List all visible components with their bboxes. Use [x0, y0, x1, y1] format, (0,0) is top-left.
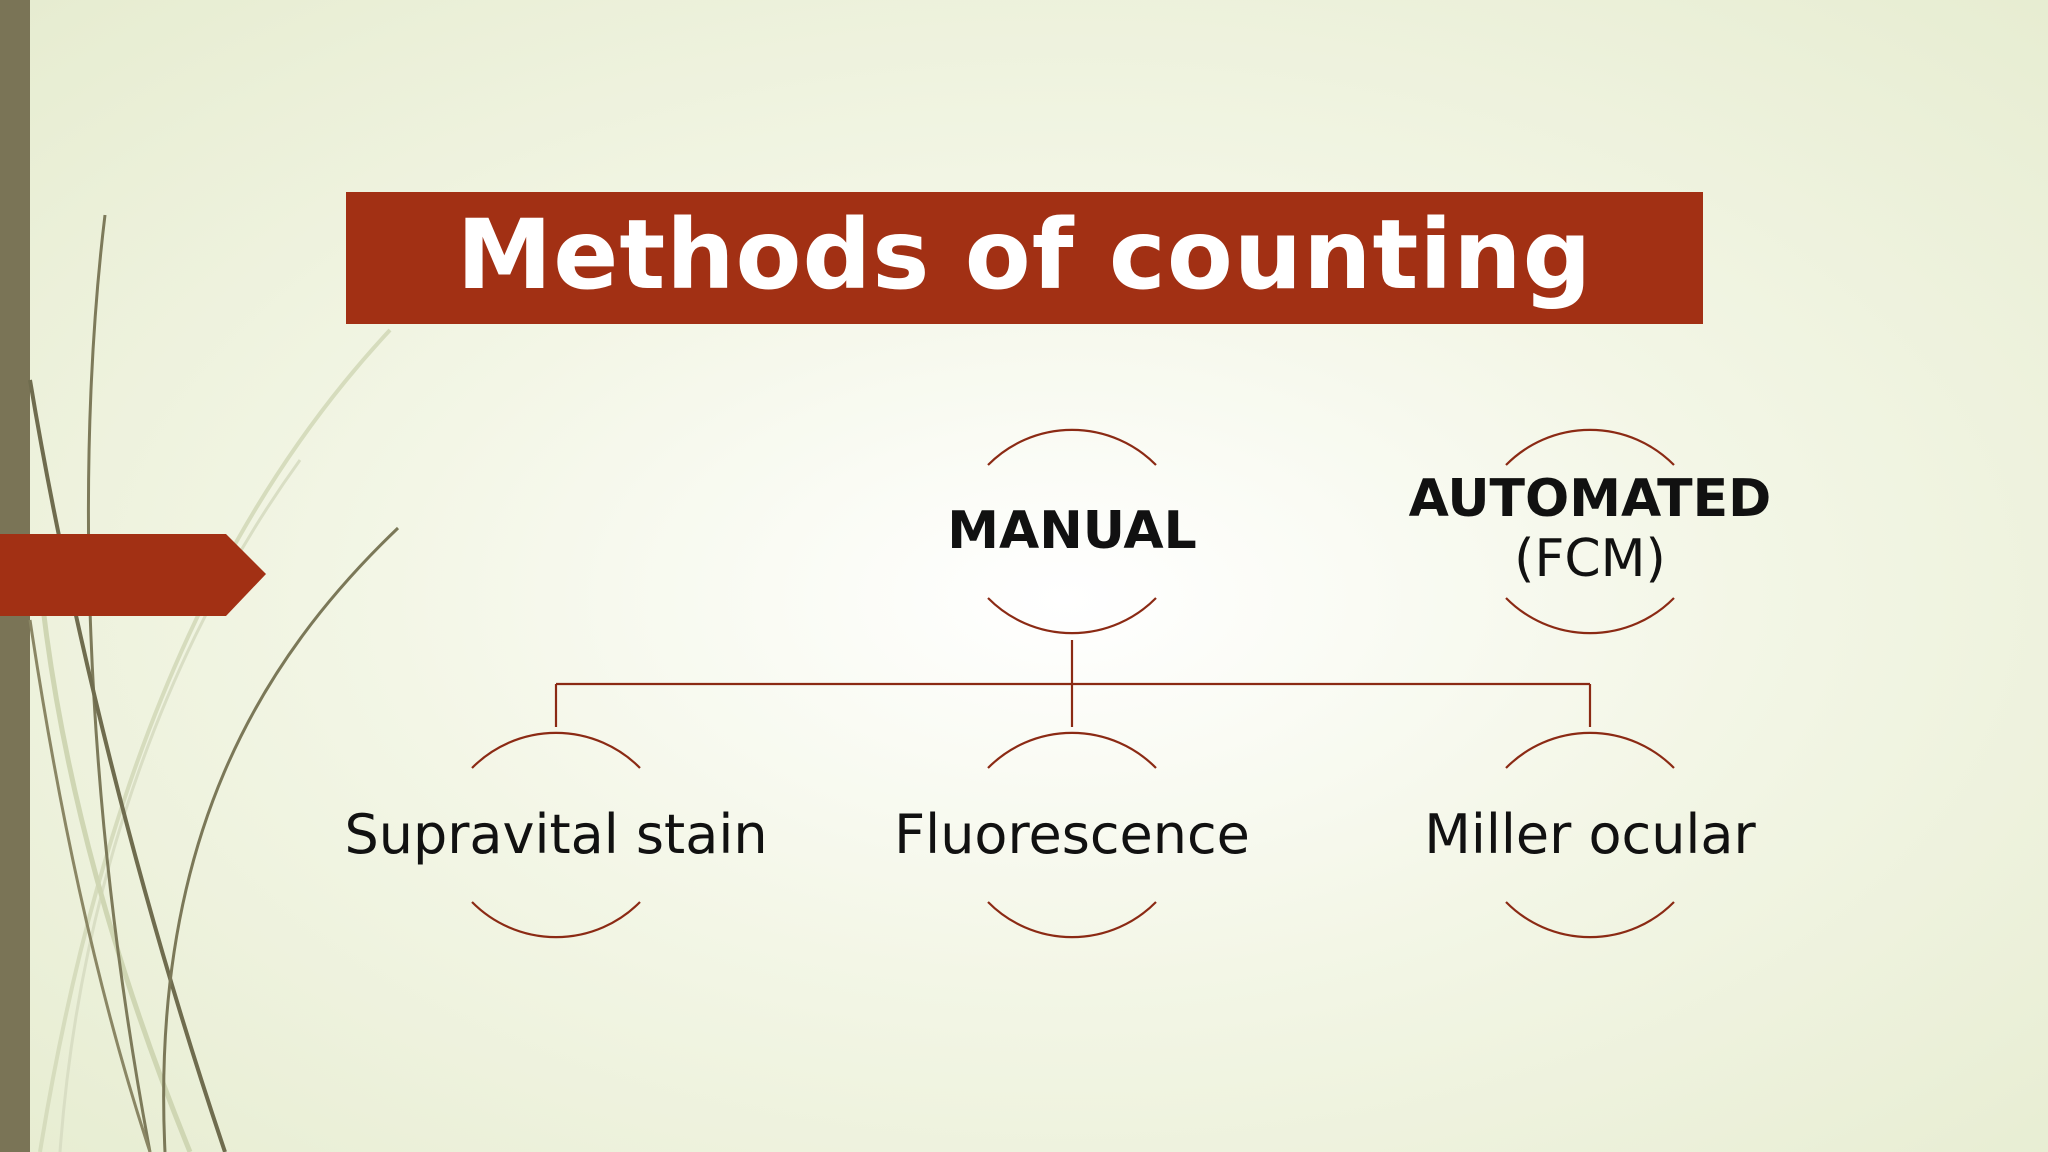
node-supravital-stain: Supravital stain	[316, 775, 796, 895]
miller-node-bottom-arc	[1505, 901, 1675, 939]
fluorescence-node-bottom-arc	[987, 901, 1157, 939]
node-miller-ocular-label: Miller ocular	[1424, 803, 1756, 867]
grass-stroke-light-2	[58, 459, 302, 1152]
automated-node-bottom-arc	[1505, 597, 1675, 635]
title-banner: Methods of counting	[346, 192, 1703, 324]
supravital-node-bottom-arc	[471, 901, 641, 939]
node-automated-label: AUTOMATED	[1408, 469, 1772, 530]
fluorescence-node-top-arc	[987, 731, 1157, 769]
node-miller-ocular: Miller ocular	[1350, 775, 1830, 895]
automated-node-top-arc	[1505, 428, 1675, 466]
slide-title: Methods of counting	[456, 199, 1593, 311]
manual-node-bottom-arc	[987, 597, 1157, 635]
grass-stroke-light-3	[37, 579, 193, 1152]
miller-node-top-arc	[1505, 731, 1675, 769]
grass-stroke-dark-3	[162, 526, 400, 1152]
node-manual: MANUAL	[912, 470, 1232, 594]
grass-stroke-dark-4	[28, 619, 152, 1152]
node-automated-sublabel: (FCM)	[1514, 529, 1666, 589]
node-automated: AUTOMATED (FCM)	[1390, 462, 1790, 598]
red-arrow-marker	[0, 534, 266, 616]
manual-node-top-arc	[987, 428, 1157, 466]
node-manual-label: MANUAL	[947, 501, 1197, 562]
grass-stroke-light-1	[38, 328, 392, 1152]
node-fluorescence: Fluorescence	[832, 775, 1312, 895]
node-fluorescence-label: Fluorescence	[894, 803, 1250, 867]
supravital-node-top-arc	[471, 731, 641, 769]
node-supravital-stain-label: Supravital stain	[344, 803, 768, 867]
grass-stroke-dark-2	[28, 379, 227, 1152]
